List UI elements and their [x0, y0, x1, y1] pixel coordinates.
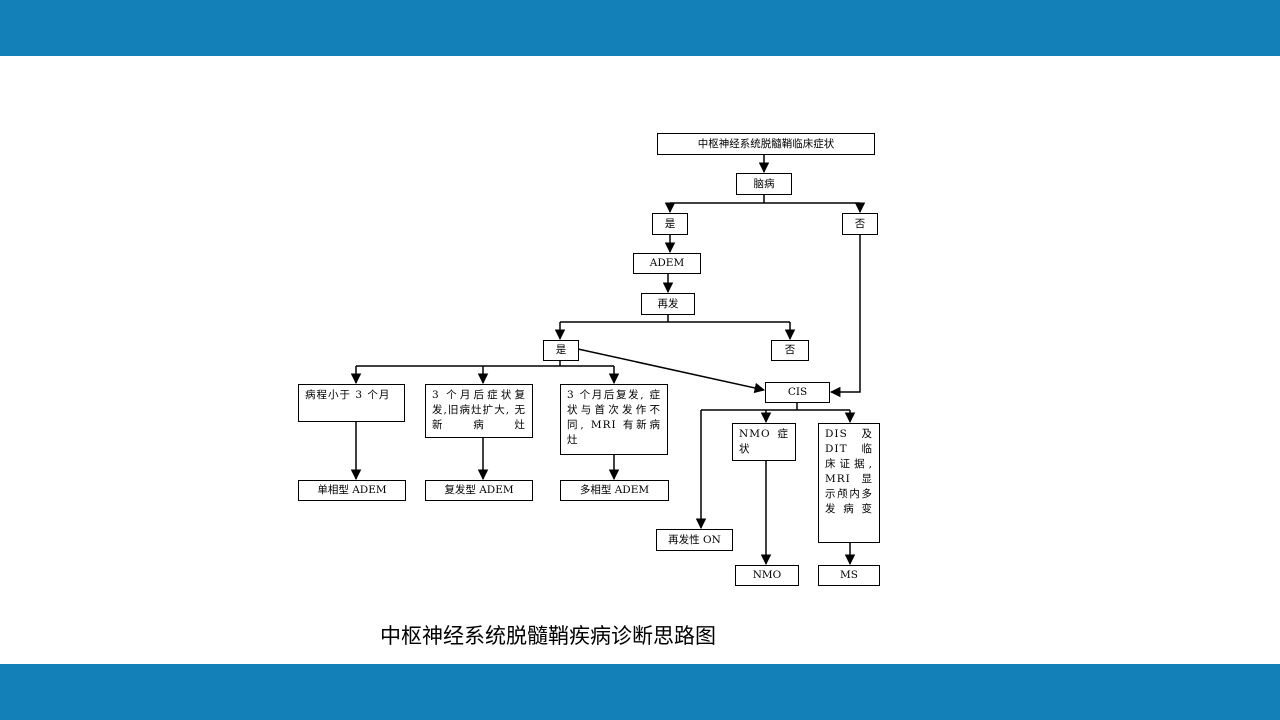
- node-yes-1: 是: [652, 213, 688, 235]
- edge-encephalopathy-split: [670, 195, 860, 204]
- edge-cis-split: [701, 403, 850, 411]
- edge-yes2-branches: [356, 360, 614, 367]
- node-recur-on: 再发性 ON: [656, 529, 733, 551]
- node-relapse-diff: 3 个月后复发, 症状与首次发作不同, MRI 有新病灶: [560, 384, 668, 455]
- node-no-1: 否: [842, 213, 878, 235]
- node-recurrence: 再发: [641, 293, 695, 315]
- bottom-banner: [0, 664, 1280, 720]
- node-cis: CIS: [765, 382, 830, 403]
- relapse-diff-text: 3 个月后复发, 症状与首次发作不同, MRI 有新病灶: [567, 389, 661, 446]
- node-root: 中枢神经系统脱髓鞘临床症状: [657, 133, 875, 155]
- relapse-3m-text: 3 个月后症状复发,旧病灶扩大, 无新病灶: [432, 389, 526, 431]
- node-nmo-symptom: NMO 症状: [732, 423, 796, 461]
- edge-yes2-cis: [577, 348, 766, 394]
- edge-no1-cis: [829, 234, 861, 398]
- node-mono-adem: 单相型 ADEM: [298, 480, 406, 501]
- node-relapse-3m: 3 个月后症状复发,旧病灶扩大, 无新病灶: [425, 384, 533, 438]
- top-banner: [0, 0, 1280, 56]
- nmo-symptom-text: NMO 症状: [739, 428, 789, 455]
- node-recur-adem: 复发型 ADEM: [425, 480, 533, 501]
- diagram-caption: 中枢神经系统脱髓鞘疾病诊断思路图: [380, 624, 716, 648]
- node-multi-adem: 多相型 ADEM: [560, 480, 669, 501]
- node-dis-dit: DIS 及 DIT 临床证据, MRI 显示颅内多发病变: [818, 423, 880, 543]
- node-ms: MS: [818, 565, 880, 586]
- course-lt3-text: 病程小于 3 个月: [305, 389, 391, 401]
- node-yes-2: 是: [543, 340, 579, 361]
- node-encephalopathy: 脑病: [736, 173, 792, 195]
- node-no-2: 否: [771, 340, 809, 361]
- node-nmo: NMO: [735, 565, 799, 586]
- edge-recurrence-split: [560, 315, 790, 323]
- node-adem: ADEM: [633, 253, 701, 274]
- dis-dit-text: DIS 及 DIT 临床证据, MRI 显示颅内多发病变: [825, 428, 873, 515]
- node-course-lt3: 病程小于 3 个月: [298, 384, 405, 422]
